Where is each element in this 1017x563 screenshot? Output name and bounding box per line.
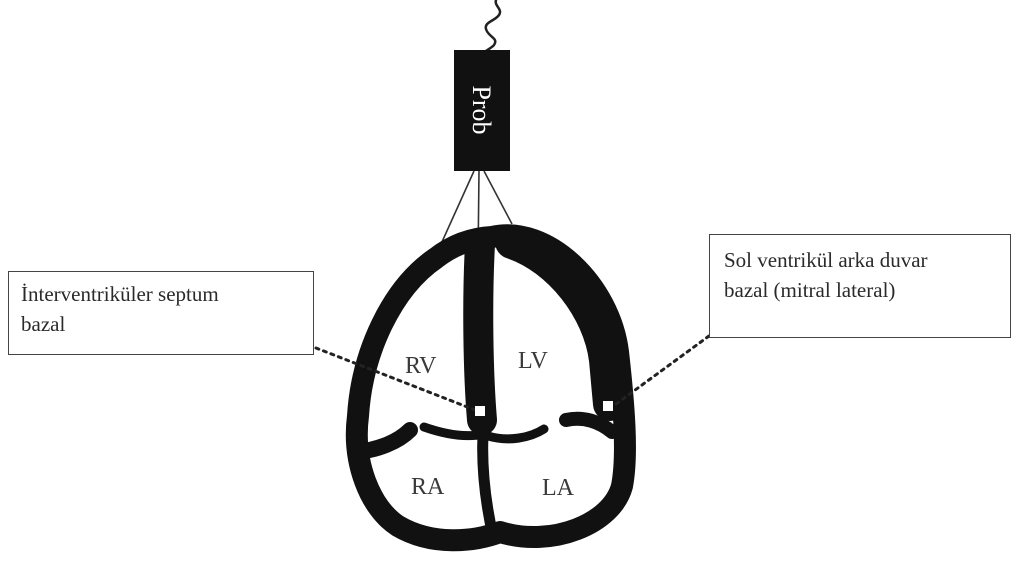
interventricular-septum [478, 244, 482, 420]
lateral-callout-line1: Sol ventrikül arka duvar [724, 245, 998, 275]
septum-leader-line [316, 348, 475, 410]
chamber-label-la: LA [542, 475, 575, 501]
chamber-label-rv: RV [405, 353, 437, 379]
septal-sample-point [475, 406, 485, 416]
mitral-annulus [566, 419, 612, 432]
lateral-callout-box: Sol ventrikül arka duvar bazal (mitral l… [709, 234, 1011, 338]
chamber-label-lv: LV [518, 348, 548, 374]
septum-callout-box: İnterventriküler septum bazal [8, 271, 314, 355]
chamber-label-ra: RA [411, 474, 445, 500]
lv-lateral-wall [512, 242, 610, 404]
lateral-callout-line2: bazal (mitral lateral) [724, 275, 998, 305]
lateral-sample-point [603, 401, 613, 411]
mitral-valve [488, 429, 544, 439]
septum-callout-line2: bazal [21, 309, 301, 339]
septum-callout-line1: İnterventriküler septum [21, 279, 301, 309]
probe-label: Prob [467, 85, 496, 134]
